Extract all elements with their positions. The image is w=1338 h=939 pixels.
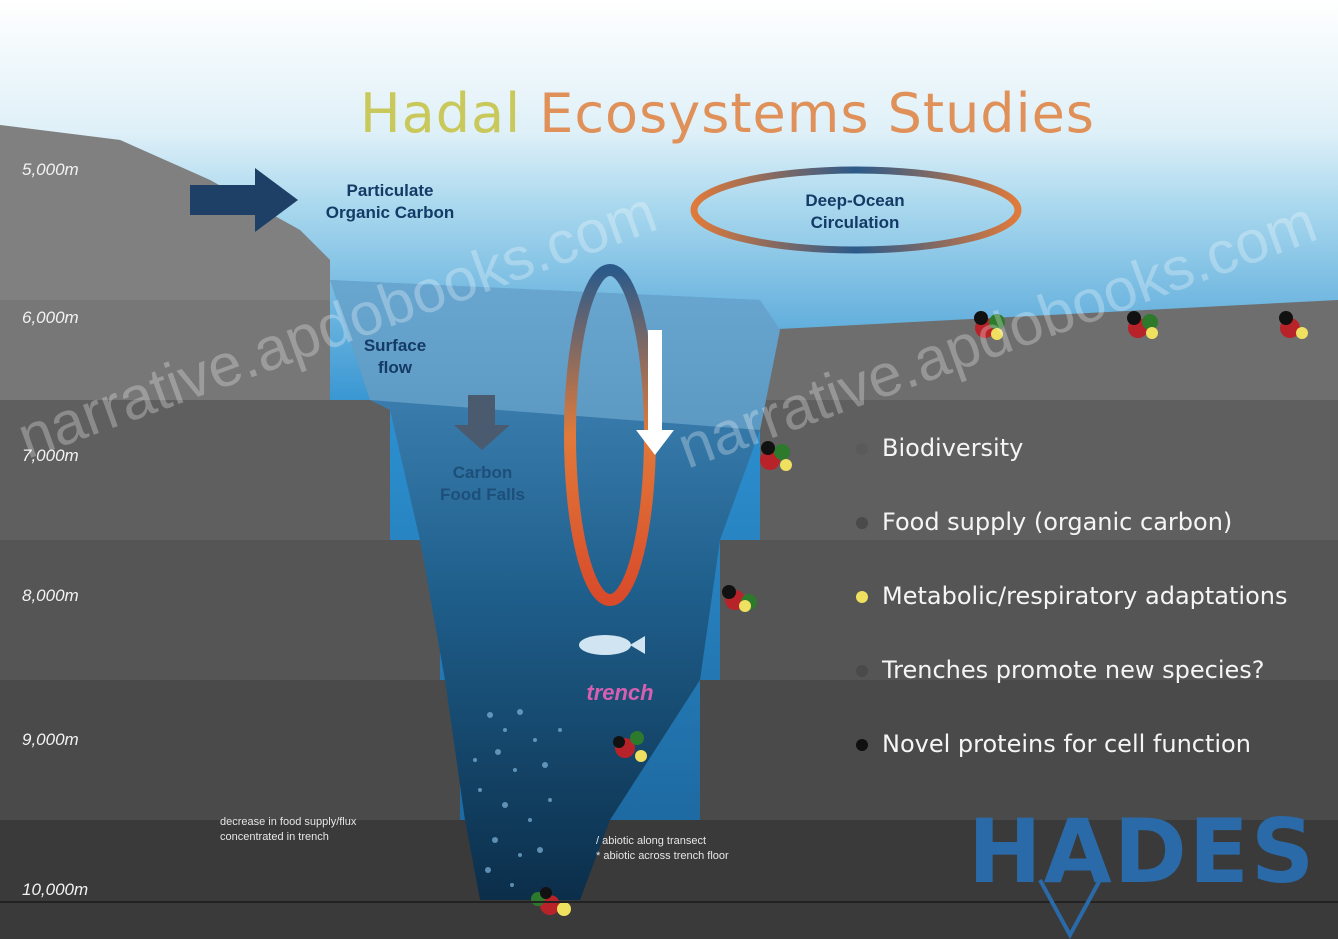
bullet-text: Novel proteins for cell function <box>882 730 1251 758</box>
bullet-text: Biodiversity <box>882 434 1024 462</box>
note-left-line-1: decrease in food supply/flux <box>220 816 357 828</box>
title-rest: Ecosystems Studies <box>539 82 1095 145</box>
hades-logo: HADES <box>968 800 1317 903</box>
note-right-line-1: / abiotic along transect <box>596 835 707 847</box>
depth-label-9000: 9,000m <box>22 730 79 749</box>
title-first-word: Hadal <box>360 82 522 145</box>
bullet-text: Food supply (organic carbon) <box>882 508 1233 536</box>
logo-pin-icon <box>1038 879 1102 939</box>
note-left: decrease in food supply/flux concentrate… <box>220 815 356 845</box>
particulate-label: Particulate Organic Carbon <box>300 180 480 224</box>
bullet-dot-icon <box>856 739 868 751</box>
bullet-dot-icon <box>856 591 868 603</box>
white-down-arrow <box>636 330 674 455</box>
deep-ocean-line-2: Circulation <box>810 213 900 232</box>
fish-icon <box>579 635 645 655</box>
particulate-arrow <box>190 168 298 232</box>
bullet-text: Trenches promote new species? <box>882 656 1265 684</box>
note-right: / abiotic along transect * abiotic acros… <box>596 834 729 864</box>
bullet-text: Metabolic/respiratory adaptations <box>882 582 1288 610</box>
bullet-trenches: Trenches promote new species? <box>856 656 1265 684</box>
circulation-ring <box>690 166 1022 254</box>
diagram-title: Hadal Ecosystems Studies <box>360 82 1260 145</box>
carbon-food-line-2: Food Falls <box>440 485 525 504</box>
depth-label-8000: 8,000m <box>22 586 79 605</box>
deep-ocean-line-1: Deep-Ocean <box>805 191 905 210</box>
bullet-proteins: Novel proteins for cell function <box>856 730 1251 758</box>
bullet-food-supply: Food supply (organic carbon) <box>856 508 1232 536</box>
bullet-biodiversity: Biodiversity <box>856 434 1023 462</box>
bullet-dot-icon <box>856 443 868 455</box>
carbon-food-line-1: Carbon <box>452 463 513 482</box>
right-plateau <box>760 300 1338 400</box>
particulate-line-2: Organic Carbon <box>325 203 455 222</box>
bullet-metabolic: Metabolic/respiratory adaptations <box>856 582 1287 610</box>
carbon-food-label: Carbon Food Falls <box>420 462 545 506</box>
bullet-dot-icon <box>856 665 868 677</box>
bullet-dot-icon <box>856 517 868 529</box>
note-left-line-2: concentrated in trench <box>220 831 329 843</box>
deep-ocean-label: Deep-Ocean Circulation <box>770 190 940 234</box>
note-right-line-2: * abiotic across trench floor <box>596 850 729 862</box>
surface-line-1: Surface <box>363 336 427 355</box>
bubble-cloud <box>473 709 562 887</box>
depth-label-7000: 7,000m <box>22 446 79 465</box>
depth-label-6000: 6,000m <box>22 308 79 327</box>
surface-line-2: flow <box>378 358 412 377</box>
particulate-line-1: Particulate <box>346 181 434 200</box>
depth-label-10000: 10,000m <box>22 880 89 899</box>
depth-label-5000: 5,000m <box>22 160 79 179</box>
rock-band-7000 <box>0 400 390 540</box>
surface-label: Surface flow <box>340 335 450 379</box>
organism-markers <box>531 311 1308 916</box>
trench-label: trench <box>586 680 654 705</box>
